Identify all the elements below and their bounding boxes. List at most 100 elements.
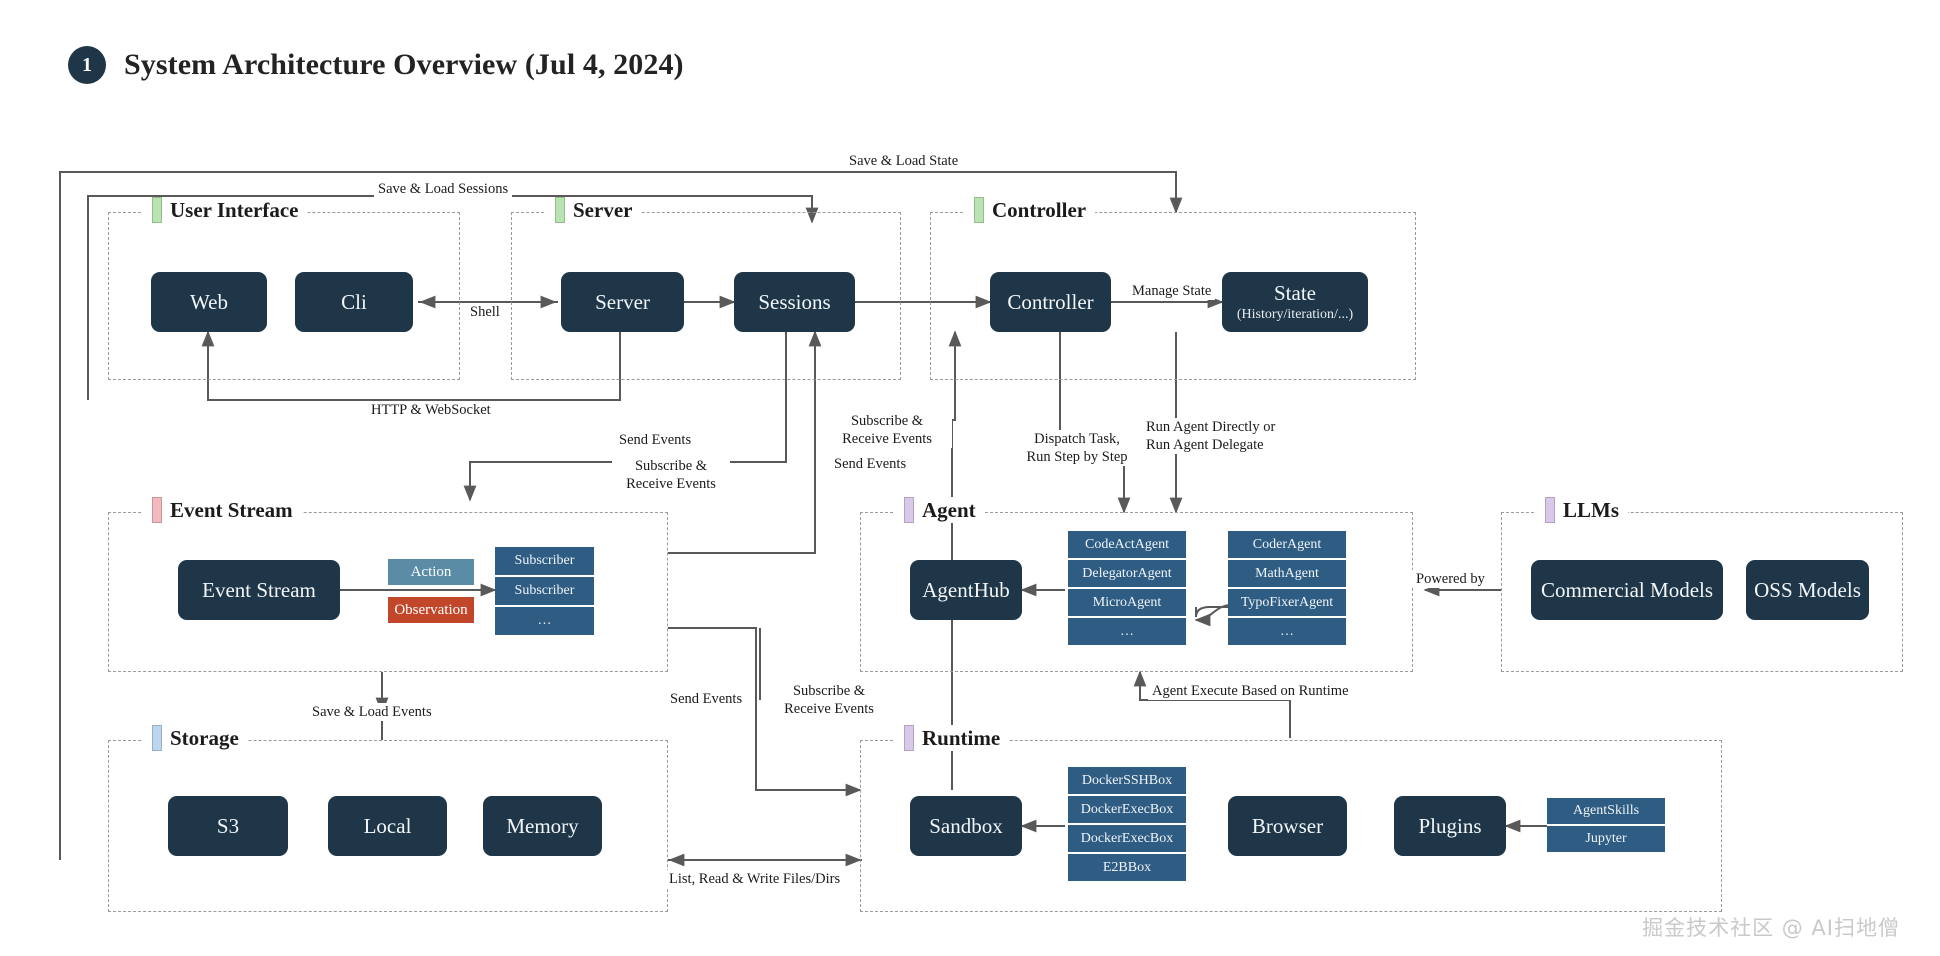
node-sandbox[interactable]: Sandbox (910, 796, 1022, 856)
edge-label-save-load-state: Save & Load State (845, 152, 963, 171)
node-controller[interactable]: Controller (990, 272, 1111, 332)
group-title: Storage (170, 725, 239, 750)
list-item[interactable]: MicroAgent (1068, 589, 1186, 616)
edge-label-run-agent: Run Agent Directly or Run Agent Delegate (1142, 418, 1300, 455)
chip-action: Action (388, 559, 474, 585)
group-label-runtime: Runtime (895, 725, 1010, 751)
title-text: System Architecture Overview (Jul 4, 202… (124, 48, 684, 81)
edge-label-send-events-2: Send Events (830, 455, 911, 474)
edge-label-list-read-write: List, Read & Write Files/Dirs (665, 870, 845, 889)
list-item[interactable]: … (495, 607, 594, 635)
list-item[interactable]: … (1228, 618, 1346, 645)
node-label: Cli (341, 289, 367, 314)
group-title: User Interface (170, 197, 299, 222)
node-label: OSS Models (1754, 577, 1861, 602)
group-storage: Storage (108, 725, 668, 912)
edge-label-send-events-1: Send Events (615, 431, 696, 450)
accent-bar-icon (1545, 497, 1555, 523)
node-agent-hub[interactable]: AgentHub (910, 560, 1022, 620)
title-badge: 1 (68, 46, 106, 84)
group-label-agent: Agent (895, 497, 985, 523)
watermark: 掘金技术社区 @ AI扫地僧 (1642, 916, 1900, 940)
node-label: Local (363, 813, 412, 838)
list-item[interactable]: DelegatorAgent (1068, 560, 1186, 587)
group-label-server: Server (546, 197, 642, 223)
list-item[interactable]: DockerExecBox (1068, 796, 1186, 823)
node-browser[interactable]: Browser (1228, 796, 1347, 856)
node-label: Server (595, 289, 650, 314)
list-item[interactable]: DockerExecBox (1068, 825, 1186, 852)
list-item[interactable]: CodeActAgent (1068, 531, 1186, 558)
group-title: Controller (992, 197, 1087, 222)
node-web[interactable]: Web (151, 272, 267, 332)
group-user-interface: User Interface (108, 197, 460, 380)
node-label: Plugins (1418, 813, 1482, 838)
page-title: 1 System Architecture Overview (Jul 4, 2… (68, 46, 684, 84)
node-commercial-models[interactable]: Commercial Models (1531, 560, 1723, 620)
accent-bar-icon (974, 197, 984, 223)
stack-subscribers: Subscriber Subscriber … (495, 547, 594, 635)
group-title: Agent (922, 497, 976, 522)
group-label-event-stream: Event Stream (143, 497, 302, 523)
group-runtime: Runtime (860, 725, 1722, 912)
list-item[interactable]: AgentSkills (1547, 798, 1665, 824)
group-title: Server (573, 197, 633, 222)
node-s3[interactable]: S3 (168, 796, 288, 856)
edge-label-powered-by: Powered by (1412, 570, 1489, 589)
edge-label-subscribe-receive-1: Subscribe & Receive Events (612, 457, 730, 494)
stack-plugin-items: AgentSkills Jupyter (1547, 798, 1665, 852)
group-label-storage: Storage (143, 725, 248, 751)
list-item[interactable]: Subscriber (495, 547, 594, 575)
edge-label-save-load-sessions: Save & Load Sessions (374, 180, 513, 199)
group-event-stream: Event Stream (108, 497, 668, 672)
list-item[interactable]: E2BBox (1068, 854, 1186, 881)
edge-label-manage-state: Manage State (1128, 282, 1216, 301)
accent-bar-icon (555, 197, 565, 223)
group-label-user-interface: User Interface (143, 197, 308, 223)
node-oss-models[interactable]: OSS Models (1746, 560, 1869, 620)
node-label: Browser (1251, 813, 1324, 838)
edge-label-subscribe-receive-3: Subscribe & Receive Events (766, 682, 892, 719)
stack-agents-left: CodeActAgent DelegatorAgent MicroAgent … (1068, 531, 1186, 645)
node-plugins[interactable]: Plugins (1394, 796, 1506, 856)
edge-label-agent-execute: Agent Execute Based on Runtime (1148, 682, 1353, 701)
node-label: Event Stream (202, 577, 316, 602)
list-item[interactable]: DockerSSHBox (1068, 767, 1186, 794)
node-server[interactable]: Server (561, 272, 684, 332)
edge-label-dispatch-task: Dispatch Task, Run Step by Step (1013, 430, 1141, 467)
group-title: Event Stream (170, 497, 293, 522)
accent-bar-icon (152, 197, 162, 223)
list-item[interactable]: … (1068, 618, 1186, 645)
node-label: Controller (1007, 289, 1094, 314)
node-memory[interactable]: Memory (483, 796, 602, 856)
group-label-llms: LLMs (1536, 497, 1629, 523)
edge-label-save-load-events: Save & Load Events (308, 703, 436, 722)
list-item[interactable]: MathAgent (1228, 560, 1346, 587)
group-controller: Controller (930, 197, 1416, 380)
node-label: Commercial Models (1540, 577, 1714, 602)
chip-label: Observation (394, 601, 468, 618)
edge-label-http-websocket: HTTP & WebSocket (367, 401, 495, 420)
group-title: LLMs (1563, 497, 1620, 522)
list-item[interactable]: Subscriber (495, 577, 594, 605)
accent-bar-icon (152, 497, 162, 523)
edge-label-send-events-3: Send Events (666, 690, 747, 709)
node-event-stream[interactable]: Event Stream (178, 560, 340, 620)
edge-label-shell: Shell (466, 303, 504, 322)
node-cli[interactable]: Cli (295, 272, 413, 332)
edge-label-subscribe-receive-2: Subscribe & Receive Events (822, 412, 952, 449)
node-local[interactable]: Local (328, 796, 447, 856)
list-item[interactable]: Jupyter (1547, 826, 1665, 852)
chip-observation: Observation (388, 597, 474, 623)
node-label: Sessions (758, 289, 831, 314)
node-sessions[interactable]: Sessions (734, 272, 855, 332)
chip-label: Action (410, 563, 452, 580)
accent-bar-icon (152, 725, 162, 751)
list-item[interactable]: CoderAgent (1228, 531, 1346, 558)
list-item[interactable]: TypoFixerAgent (1228, 589, 1346, 616)
node-state[interactable]: State (History/iteration/...) (1222, 272, 1368, 332)
node-sublabel: (History/iteration/...) (1236, 307, 1354, 323)
group-llms: LLMs (1501, 497, 1903, 672)
group-label-controller: Controller (965, 197, 1096, 223)
